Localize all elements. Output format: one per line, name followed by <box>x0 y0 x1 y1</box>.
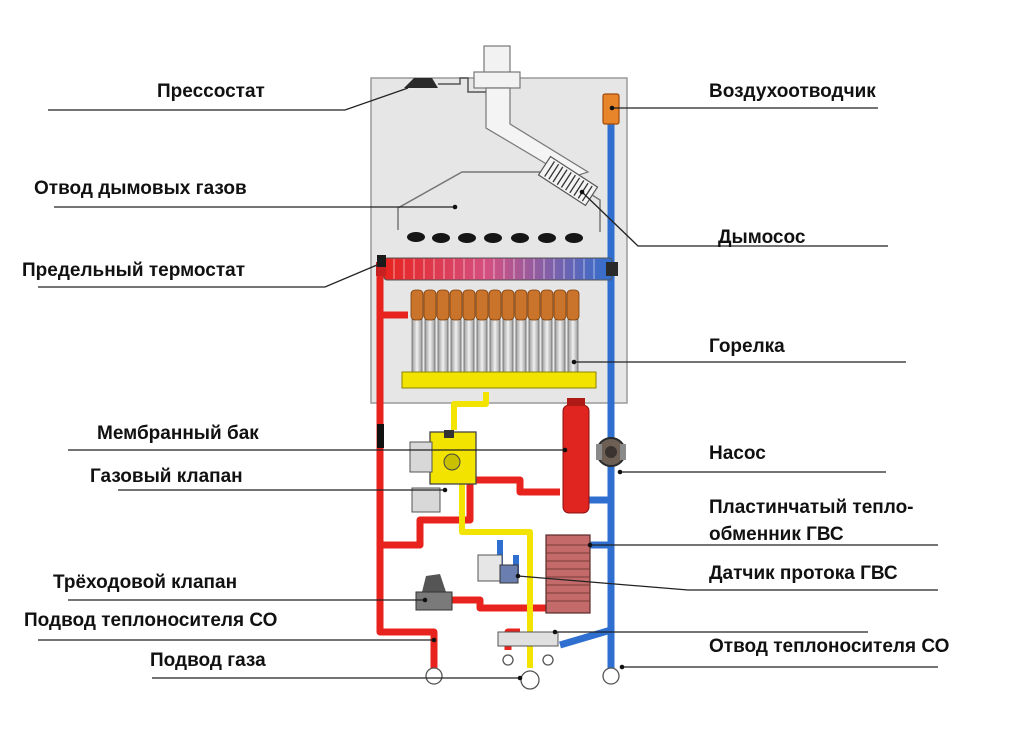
gas-pipe <box>451 392 533 668</box>
label-gas-supply: Подвод газа <box>150 650 266 671</box>
bottom-fittings <box>425 654 620 690</box>
leader-pressostat <box>48 87 409 111</box>
pressostat <box>404 77 486 93</box>
label-expansion-tank: Мембранный бак <box>97 423 259 444</box>
flue-chimney <box>473 45 590 179</box>
label-dhw-exchanger-line1: Пластинчатый тепло- <box>709 497 914 518</box>
plate-heat-exchanger <box>545 534 591 614</box>
burner <box>401 289 597 389</box>
three-way-valve <box>415 574 453 611</box>
label-gas-valve: Газовый клапан <box>90 466 243 487</box>
leader-dots <box>422 105 625 681</box>
gas-valve <box>409 430 477 513</box>
smoke-hood <box>397 171 601 232</box>
leader-dhw-flow-sensor <box>517 575 938 591</box>
pump <box>596 437 626 467</box>
expansion-tank <box>562 398 590 514</box>
label-flue-outlet: Отвод дымовых газов <box>34 178 247 199</box>
limit-thermostat <box>377 255 386 267</box>
label-limit-thermostat: Предельный термостат <box>22 260 245 281</box>
label-pump: Насос <box>709 443 766 464</box>
label-air-vent: Воздухоотводчик <box>709 81 876 102</box>
label-dhw-exchanger-line2: обменник ГВС <box>709 524 844 545</box>
label-dhw-flow-sensor: Датчик протока ГВС <box>709 563 898 584</box>
black-connector <box>377 424 384 448</box>
leader-fan <box>581 191 888 247</box>
dhw-connection-block <box>497 631 559 647</box>
flue-gas-holes <box>407 232 583 243</box>
label-pressostat: Прессостат <box>157 81 265 102</box>
label-heating-supply: Подвод теплоносителя СО <box>24 610 278 631</box>
label-three-way-valve: Трёходовой клапан <box>53 572 238 593</box>
leader-limit-thermostat <box>38 264 378 288</box>
dhw-flow-sensor <box>477 540 519 584</box>
heat-exchanger <box>376 257 618 281</box>
label-fan: Дымосос <box>718 227 806 248</box>
leader-lines <box>38 87 938 679</box>
label-burner: Горелка <box>709 336 785 357</box>
label-heating-return: Отвод теплоносителя СО <box>709 636 950 657</box>
